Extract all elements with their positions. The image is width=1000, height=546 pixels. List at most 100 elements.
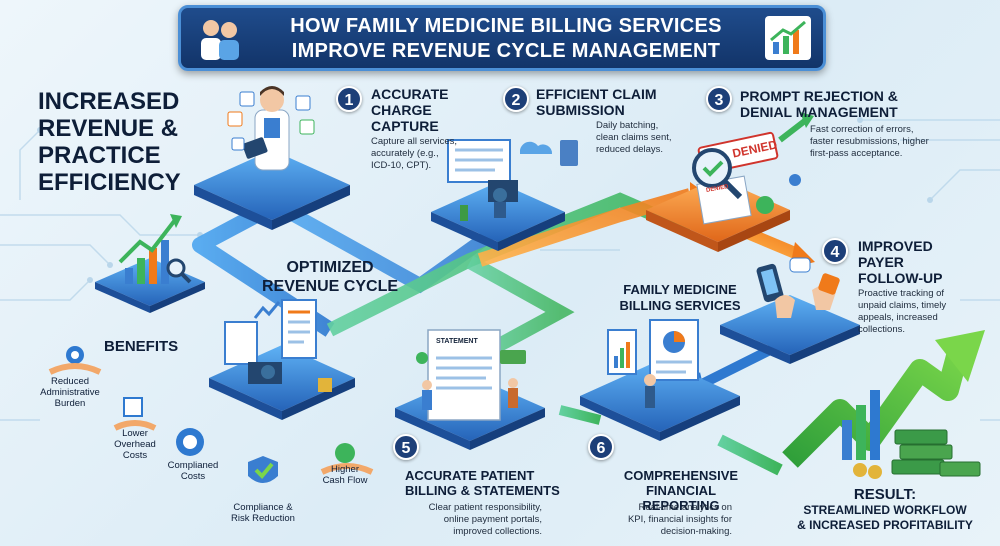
benefit-2-line2: Overhead (114, 439, 156, 450)
step-3-title-line1: PROMPT REJECTION & (740, 88, 898, 104)
step-6-title-line2: FINANCIAL REPORTING (642, 483, 720, 513)
step-1-title-line2: CHARGE (371, 102, 432, 118)
payer-followup-illustration (756, 257, 840, 318)
step-3-number: 3 (706, 86, 732, 112)
step-2-title: EFFICIENT CLAIM SUBMISSION (536, 86, 657, 118)
benefits-title: BENEFITS (104, 338, 179, 355)
step-4-title-line3: FOLLOW-UP (858, 270, 943, 286)
step-3-desc: Fast correction of errors, faster resubm… (810, 124, 929, 160)
step-4-number: 4 (822, 238, 848, 264)
doctors-icon (201, 20, 239, 60)
result-growth-illustration (782, 330, 985, 479)
benefit-higher-cash-flow: Higher Cash Flow (310, 464, 380, 486)
step-6-desc-line3: decision-making. (660, 526, 732, 537)
step-3-desc-line2: faster resubmissions, higher (810, 136, 929, 147)
heading-line1: INCREASED (38, 88, 180, 115)
step-5-desc: Clear patient responsibility, online pay… (412, 502, 542, 538)
step-4-title: IMPROVED PAYER FOLLOW-UP (858, 238, 942, 286)
step-5-desc-line1: Clear patient responsibility, (428, 502, 542, 513)
step-6-desc-line2: KPI, financial insights for (627, 514, 732, 525)
banner-title-line2: IMPROVE REVENUE CYCLE MANAGEMENT (291, 40, 721, 62)
step-4-desc-line3: appeals, increased (858, 312, 938, 323)
step-2-desc-line3: reduced delays. (596, 144, 664, 155)
benefit-2-line3: Costs (122, 450, 148, 461)
step-2-desc-line2: clean claims sent, (596, 132, 672, 143)
result-line3: & INCREASED PROFITABILITY (797, 518, 973, 532)
denial-illustration (692, 112, 814, 225)
benefit-compliance-risk: Compliance & Risk Reduction (218, 502, 308, 524)
banner-title: HOW FAMILY MEDICINE BILLING SERVICES IMP… (256, 14, 756, 64)
benefit-1-line3: Burden (54, 398, 86, 409)
step-3-title: PROMPT REJECTION & DENIAL MANAGEMENT (740, 88, 898, 120)
step-5-title-line1: ACCURATE PATIENT (405, 468, 535, 483)
step-5-desc-line2: online payment portals, (443, 514, 542, 525)
benefit-5-line2: Risk Reduction (231, 513, 295, 524)
benefit-4-line2: Cash Flow (322, 475, 368, 486)
banner-title-line1: HOW FAMILY MEDICINE BILLING SERVICES (290, 15, 722, 37)
step-1-desc-line1: Capture all services, (371, 136, 458, 147)
platform-step1 (194, 150, 350, 230)
step-2-desc-line1: Daily batching, (596, 120, 659, 131)
step-2-title-line2: SUBMISSION (536, 102, 625, 118)
header-banner: HOW FAMILY MEDICINE BILLING SERVICES IMP… (178, 5, 826, 71)
step-4-desc-line4: collections. (858, 324, 905, 335)
workstation-illustration (224, 299, 332, 392)
benefit-4-line1: Higher (331, 464, 359, 475)
heading-line4: EFFICIENCY (38, 169, 181, 196)
patient-billing-illustration (416, 329, 526, 421)
step-4-title-line1: IMPROVED (858, 238, 933, 254)
benefit-1-line1: Reduced (50, 376, 90, 387)
result-label: RESULT: STREAMLINED WORKFLOW & INCREASED… (775, 486, 995, 533)
step-6-number: 6 (588, 434, 614, 460)
optimized-line2: REVENUE CYCLE (261, 278, 399, 295)
step-6-desc: Real-time analytics on KPI, financial in… (606, 502, 732, 538)
benefit-lower-overhead: Lower Overhead Costs (100, 428, 170, 461)
financial-reporting-illustration (607, 319, 699, 408)
step-5-number: 5 (393, 434, 419, 460)
benefit-2-line1: Lower (122, 428, 148, 439)
step-1-desc-line2: accurately (e.g., (371, 148, 439, 159)
step-6-title: COMPREHENSIVE FINANCIAL REPORTING (606, 468, 756, 513)
benefit-1-line2: Administrative (40, 387, 100, 398)
benefit-icons (48, 346, 374, 483)
heading-line3: PRACTICE (38, 142, 161, 169)
family-line2: BILLING SERVICES (619, 298, 741, 313)
step-3-desc-line1: Fast correction of errors, (810, 124, 914, 135)
step-2-number: 2 (503, 86, 529, 112)
analytics-growth-illustration (118, 214, 192, 284)
step-6-desc-line1: Real-time analytics on (638, 502, 732, 513)
family-medicine-billing-label: FAMILY MEDICINE BILLING SERVICES (610, 282, 750, 314)
step-3-desc-line3: first-pass acceptance. (810, 148, 903, 159)
step-5-title-line2: BILLING & STATEMENTS (405, 483, 560, 498)
step-4-desc-line1: Proactive tracking of (858, 288, 945, 299)
step-2-desc: Daily batching, clean claims sent, reduc… (596, 120, 672, 156)
step-4-desc: Proactive tracking of unpaid claims, tim… (858, 288, 946, 336)
step-1-number: 1 (336, 86, 362, 112)
benefit-3-line1: Complianed (167, 460, 219, 471)
step-3-title-line2: DENIAL MANAGEMENT (740, 104, 898, 120)
result-line1: RESULT: (853, 486, 917, 503)
step-6-title-line1: COMPREHENSIVE (623, 468, 739, 483)
step-5-title: ACCURATE PATIENT BILLING & STATEMENTS (405, 468, 560, 498)
family-line1: FAMILY MEDICINE (623, 282, 737, 297)
step-1-title-line1: ACCURATE (371, 86, 449, 102)
step-5-desc-line3: improved collections. (453, 526, 542, 537)
doctor-illustration (227, 86, 315, 171)
result-line2: STREAMLINED WORKFLOW (803, 503, 967, 517)
statement-document-label: STATEMENT (436, 338, 478, 345)
claim-submission-illustration (447, 139, 578, 221)
optimized-line1: OPTIMIZED (286, 259, 374, 276)
benefit-complianed-costs: Complianed Costs (158, 460, 228, 482)
step-1-title: ACCURATE CHARGE CAPTURE (371, 86, 449, 134)
heading-line2: REVENUE & (38, 115, 179, 142)
growth-chart-icon (765, 16, 811, 60)
platform-step6 (580, 360, 740, 441)
step-4-title-line2: PAYER (858, 254, 904, 270)
benefit-5-line1: Compliance & (233, 502, 293, 513)
step-1-title-line3: CAPTURE (371, 118, 439, 134)
optimized-revenue-cycle-label: OPTIMIZED REVENUE CYCLE (250, 258, 410, 296)
step-4-desc-line2: unpaid claims, timely (858, 300, 947, 311)
step-1-desc: Capture all services, accurately (e.g., … (371, 136, 457, 172)
step-2-title-line1: EFFICIENT CLAIM (536, 86, 657, 102)
